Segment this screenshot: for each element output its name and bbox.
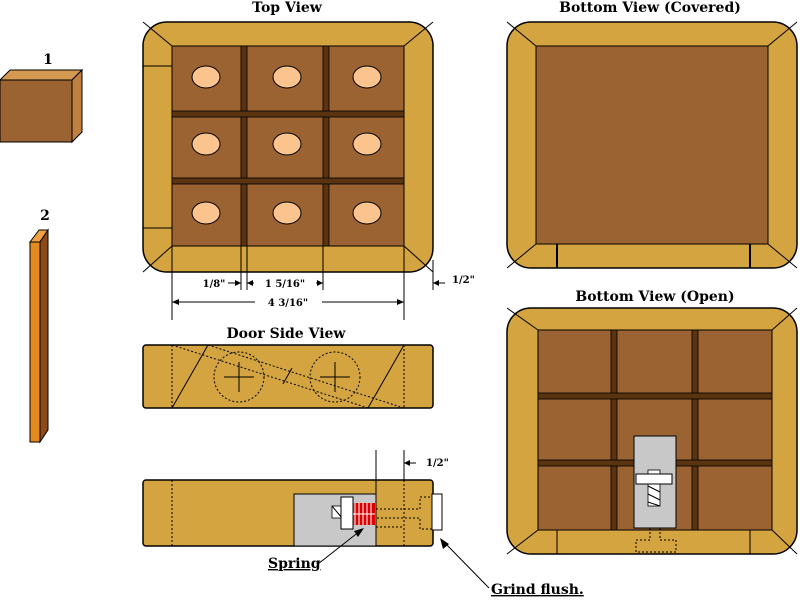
top-view	[142, 21, 434, 273]
dim-half-top: 1/2"	[452, 275, 475, 286]
part-1-label: 1	[43, 52, 53, 68]
spring-callout: Spring	[268, 556, 321, 572]
bottom-view-open	[506, 307, 798, 555]
dim-cell: 1 5/16"	[265, 279, 305, 290]
part-2-label: 2	[40, 208, 50, 224]
part-2-slat	[29, 228, 49, 444]
spring-section-view	[142, 450, 443, 547]
grind-flush-callout: Grind flush.	[491, 582, 584, 598]
callout-arrows	[317, 528, 490, 589]
dim-eighth: 1/8"	[203, 279, 226, 290]
hole	[272, 132, 302, 156]
hole	[191, 201, 221, 225]
door-side-view	[142, 344, 434, 409]
dim-total: 4 3/16"	[268, 298, 308, 309]
bottom-open-title: Bottom View (Open)	[575, 289, 734, 305]
door-side-title: Door Side View	[227, 326, 347, 342]
top-view-title: Top View	[252, 0, 323, 16]
bottom-covered-title: Bottom View (Covered)	[559, 0, 741, 16]
hole	[191, 65, 221, 89]
spring	[353, 503, 375, 525]
hole	[352, 65, 382, 89]
dimension-lines	[171, 246, 445, 320]
hole	[352, 201, 382, 225]
dim-half-bottom: 1/2"	[426, 458, 449, 469]
hole	[272, 65, 302, 89]
hole	[352, 132, 382, 156]
bottom-view-covered	[506, 21, 798, 269]
hole	[191, 132, 221, 156]
hole	[272, 201, 302, 225]
part-1-cube	[0, 68, 84, 144]
